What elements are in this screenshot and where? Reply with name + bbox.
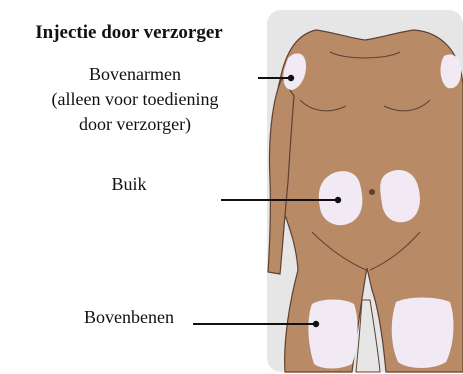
injection-zone-belly-left xyxy=(319,171,363,225)
label-upper-arms: Bovenarmen (alleen voor toediening door … xyxy=(0,62,270,137)
navel xyxy=(369,189,375,195)
label-upper-arms-line3: door verzorger) xyxy=(0,112,270,137)
injection-zone-thigh-right xyxy=(392,298,454,369)
leader-dot-belly xyxy=(335,197,341,203)
diagram-title: Injectie door verzorger xyxy=(0,22,258,44)
injection-zone-upper-arm-right xyxy=(441,55,462,89)
label-belly: Buik xyxy=(0,172,258,197)
leader-dot-thighs xyxy=(313,321,319,327)
label-upper-arms-line1: Bovenarmen xyxy=(0,62,270,87)
injection-zone-belly-right xyxy=(380,170,420,222)
injection-zone-thigh-left xyxy=(308,300,357,369)
label-upper-arms-line2: (alleen voor toediening xyxy=(0,87,270,112)
label-thighs: Bovenbenen xyxy=(0,305,258,330)
leader-dot-upper-arms xyxy=(288,75,294,81)
